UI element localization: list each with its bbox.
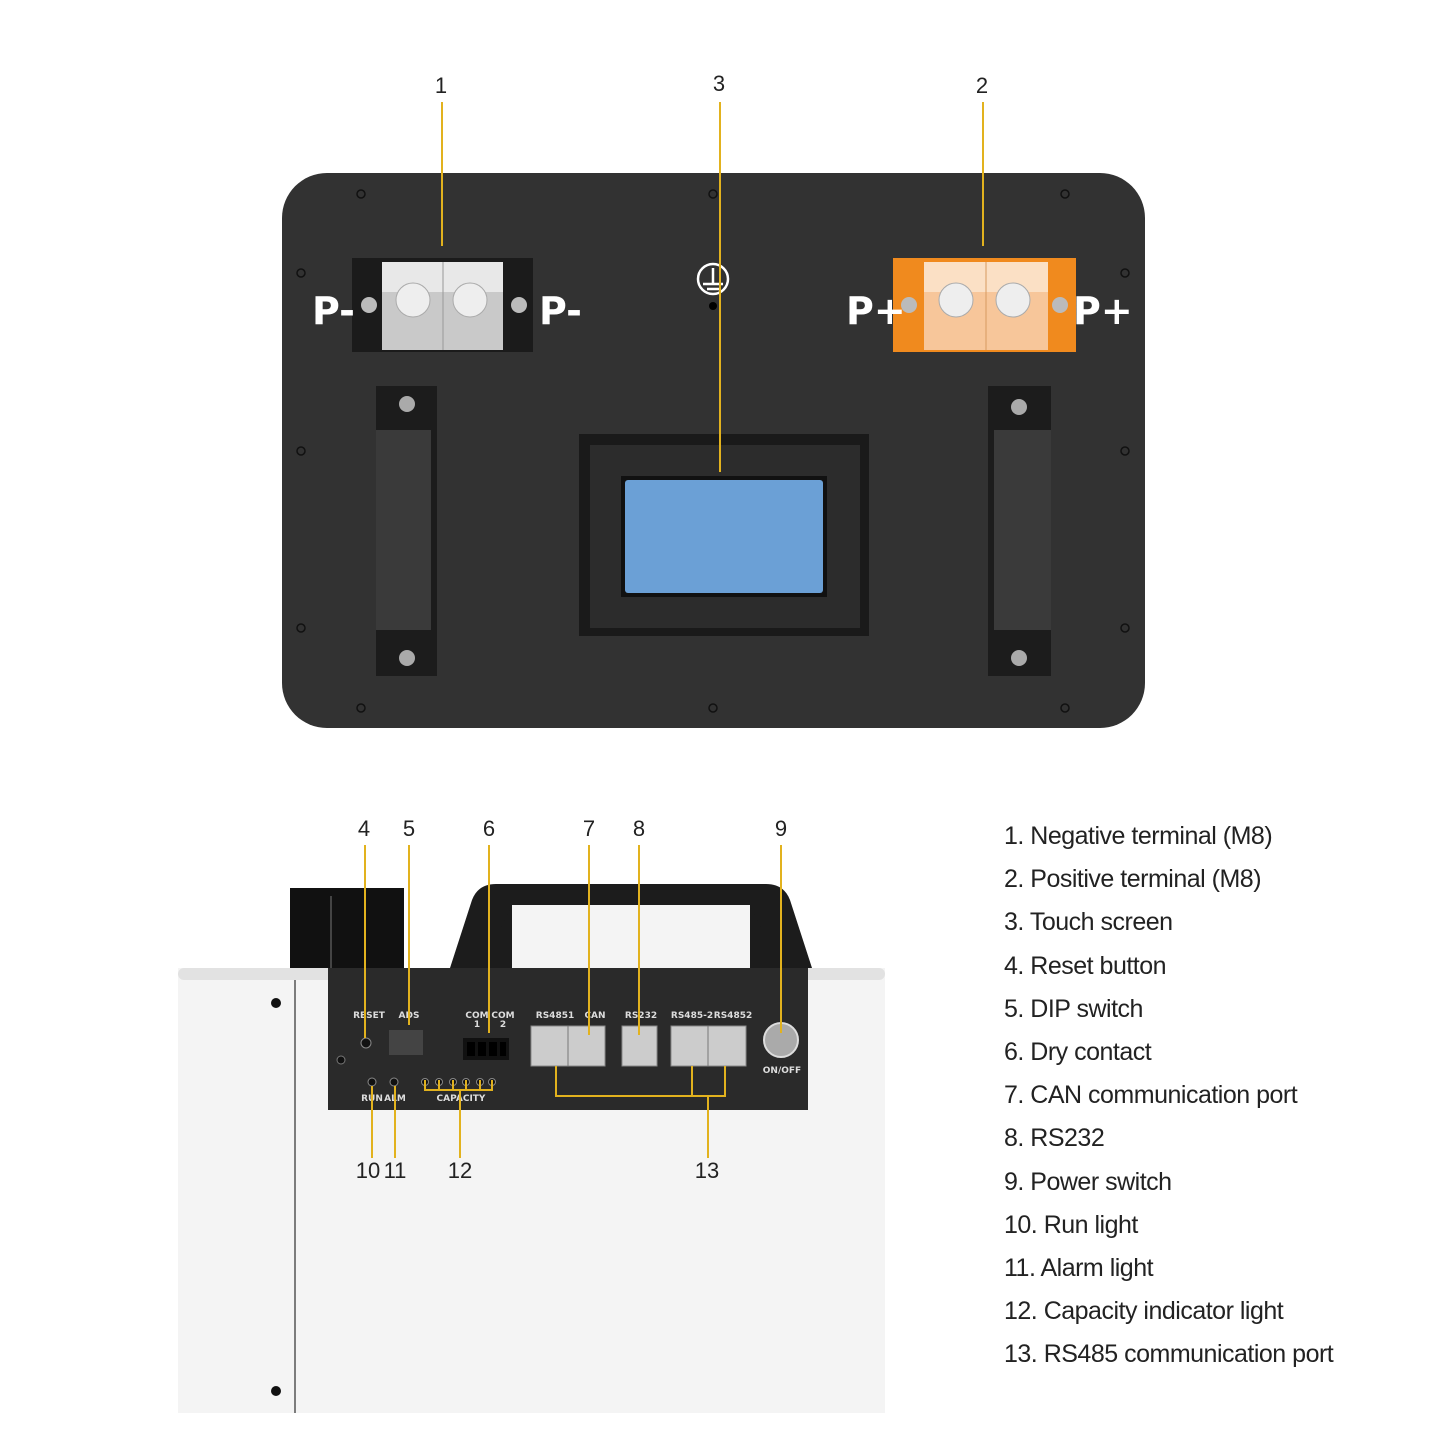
callout-11: 11 — [384, 1158, 407, 1183]
negative-label-right: P- — [539, 289, 582, 333]
rs485-2-label: RS485-2 — [671, 1011, 713, 1021]
legend-item: 11. Alarm light — [1004, 1253, 1154, 1282]
positive-terminal — [893, 258, 1076, 352]
rs4852-label: RS4852 — [714, 1011, 752, 1021]
com2-label: COM — [491, 1011, 514, 1021]
legend-item: 10. Run light — [1004, 1210, 1138, 1239]
callout-10: 10 — [356, 1158, 380, 1183]
legend-item: 4. Reset button — [1004, 951, 1167, 980]
on-off-label: ON/OFF — [763, 1066, 801, 1076]
left-handle — [376, 386, 437, 676]
legend-item: 1. Negative terminal (M8) — [1004, 822, 1273, 850]
legend-item: 12. Capacity indicator light — [1004, 1297, 1284, 1326]
negative-terminal — [352, 258, 533, 352]
dip-switch — [389, 1030, 423, 1055]
callout-3: 3 — [713, 71, 725, 96]
callout-7: 7 — [583, 816, 595, 841]
legend-item: 2. Positive terminal (M8) — [1004, 865, 1262, 894]
com1-label: COM — [465, 1011, 488, 1021]
legend-item: 13. RS485 communication port — [1004, 1340, 1334, 1369]
com2-number: 2 — [500, 1020, 506, 1030]
top-leader-lines — [441, 102, 984, 472]
legend-item: 8. RS232 — [1004, 1124, 1105, 1153]
callout-2: 2 — [976, 73, 988, 98]
rs4851-label: RS4851 — [536, 1011, 574, 1021]
legend-item: 5. DIP switch — [1004, 994, 1143, 1023]
touch-screen — [579, 434, 869, 636]
can-label: CAN — [584, 1011, 605, 1021]
callout-6: 6 — [483, 816, 495, 841]
side-view: RESET ADS COM 1 COM 2 RS4851 CAN RS232 R… — [178, 884, 885, 1413]
com1-number: 1 — [474, 1020, 480, 1030]
bottom-leader-lines — [364, 845, 782, 1158]
legend-item: 3. Touch screen — [1004, 908, 1173, 937]
right-handle — [988, 386, 1051, 676]
callout-13: 13 — [695, 1158, 719, 1183]
negative-label-left: P- — [312, 289, 355, 333]
callout-5: 5 — [403, 816, 415, 841]
callout-8: 8 — [633, 816, 645, 841]
callout-12: 12 — [448, 1158, 472, 1183]
callout-4: 4 — [358, 816, 370, 841]
reset-label: RESET — [353, 1011, 386, 1021]
panel-screws — [296, 189, 1130, 713]
front-panel: P- P- P+ P+ — [282, 173, 1145, 728]
positive-label-left: P+ — [846, 289, 906, 333]
callout-1: 1 — [435, 73, 447, 98]
legend-item: 7. CAN communication port — [1004, 1081, 1298, 1110]
rs232-label: RS232 — [625, 1011, 657, 1021]
legend-item: 6. Dry contact — [1004, 1037, 1152, 1066]
positive-label-right: P+ — [1073, 289, 1133, 333]
legend-item: 9. Power switch — [1004, 1167, 1172, 1196]
legend: 1. Negative terminal (M8) 2. Positive te… — [1004, 818, 1334, 1379]
callout-9: 9 — [775, 816, 787, 841]
reset-button — [360, 1037, 372, 1049]
capacity-label: CAPACITY — [437, 1094, 486, 1104]
